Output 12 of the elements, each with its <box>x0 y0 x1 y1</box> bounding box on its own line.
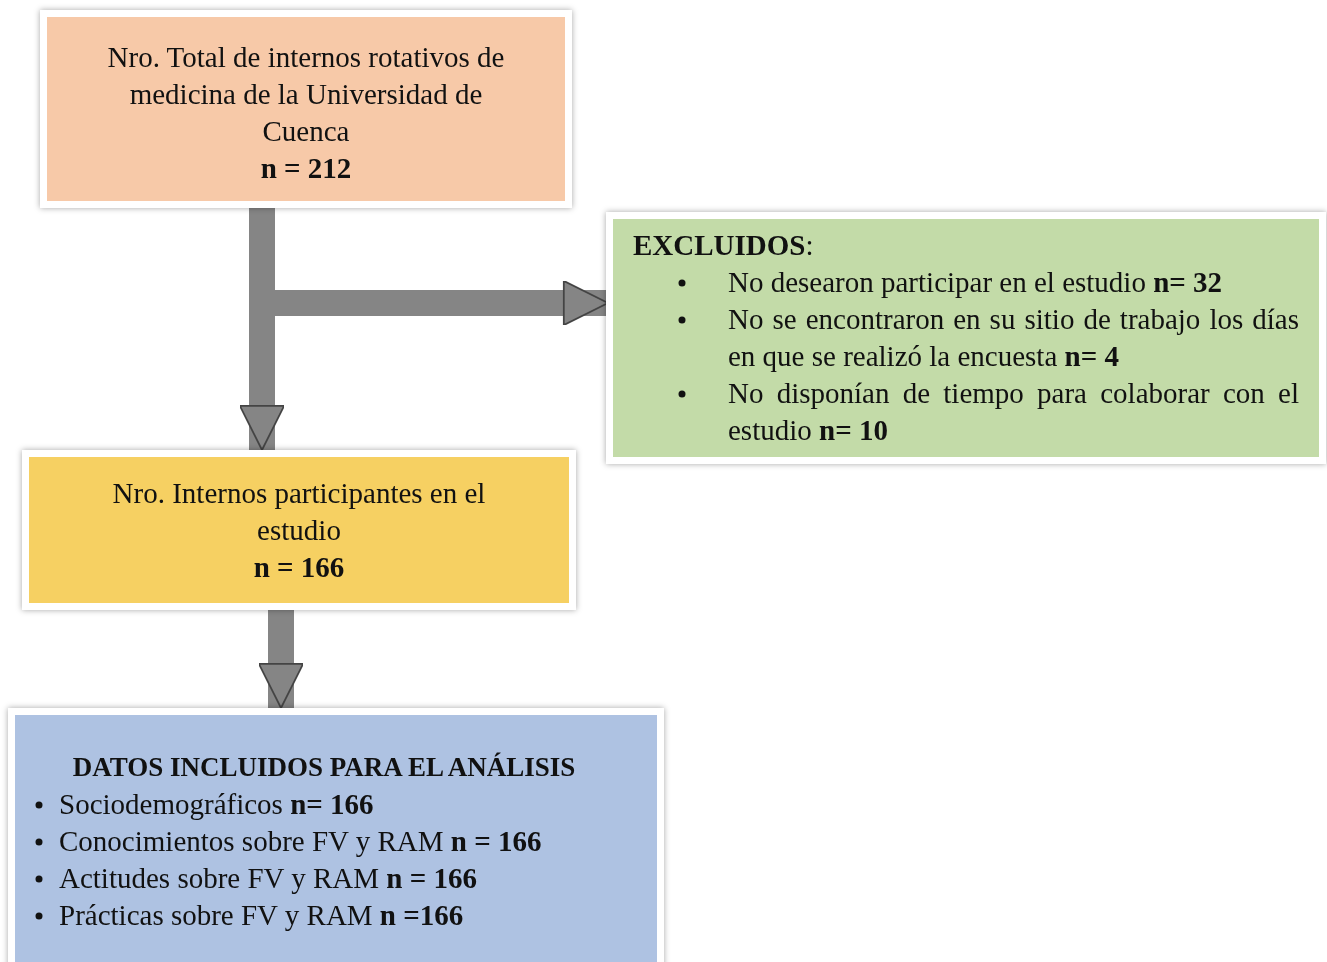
list-item: Prácticas sobre FV y RAM n =166 <box>59 899 464 931</box>
list-item: No se encontraron en su sitio de trabajo los días en que se realizó la encuesta n= 4 <box>728 303 1299 372</box>
list-item: No disponían de tiempo para colaborar con el estudio n= 10 <box>728 377 1299 446</box>
list-item: Sociodemográficos n= 166 <box>59 788 374 820</box>
count-text: n = 212 <box>259 151 353 186</box>
list-item: Actitudes sobre FV y RAM n = 166 <box>59 862 477 894</box>
heading-text: DATOS INCLUIDOS PARA EL ANÁLISIS <box>71 751 577 784</box>
list-item: Conocimientos sobre FV y RAM n = 166 <box>59 825 542 857</box>
count-text: n = 166 <box>252 550 346 585</box>
arrow <box>258 610 304 709</box>
heading-text: EXCLUIDOS: <box>633 228 815 263</box>
list-item: No desearon participar en el estudio n= 32 <box>728 266 1223 298</box>
